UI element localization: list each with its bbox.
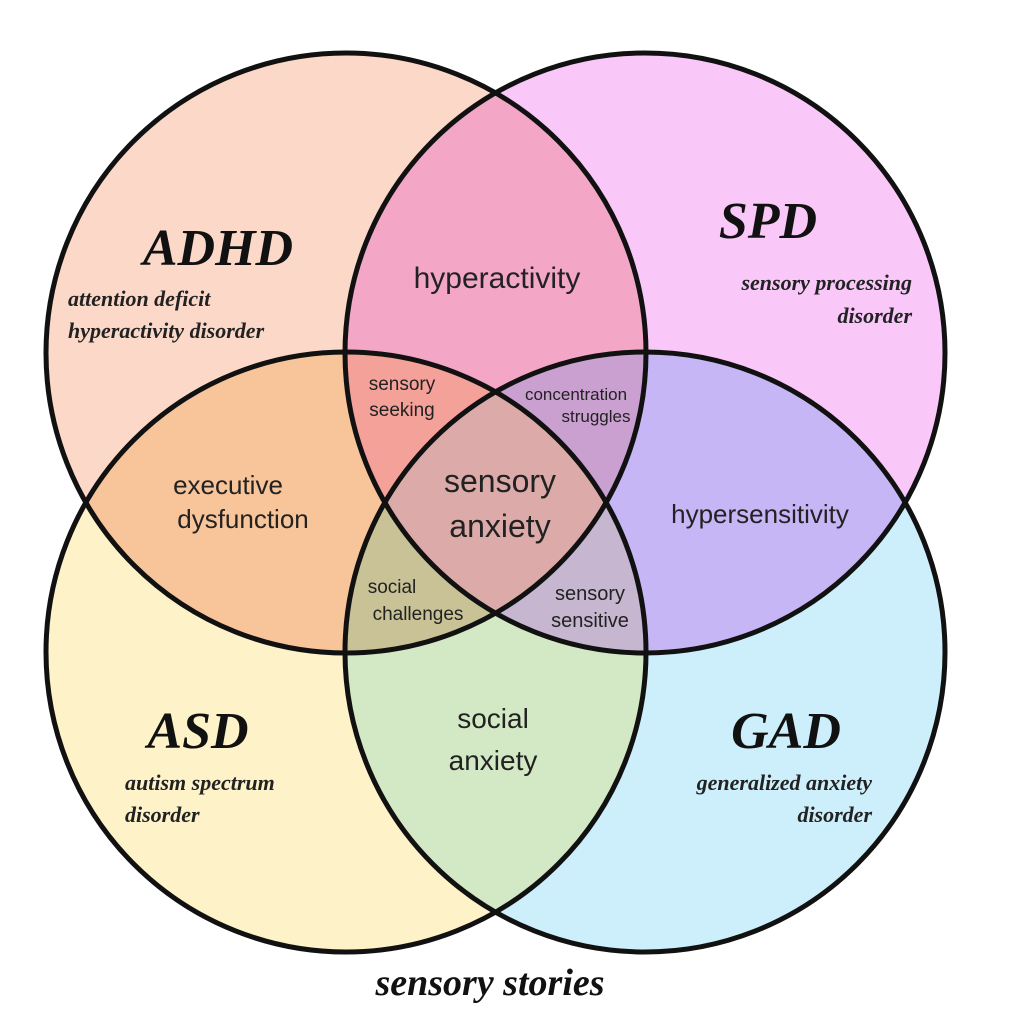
label-concentration-1: concentration: [525, 385, 627, 404]
label-sensory-seeking-1: sensory: [369, 374, 436, 395]
label-sensory-anxiety-1: sensory: [444, 463, 556, 499]
adhd-subtitle-1: attention deficit: [68, 286, 211, 311]
asd-subtitle-1: autism spectrum: [125, 770, 275, 795]
label-sensory-sensitive-2: sensitive: [551, 610, 629, 632]
label-sensory-anxiety-2: anxiety: [449, 508, 550, 544]
label-sensory-sensitive-1: sensory: [555, 583, 625, 605]
label-social-anxiety-1: social: [457, 703, 529, 734]
label-sensory-seeking-2: seeking: [369, 400, 435, 421]
label-social-challenges-1: social: [368, 577, 417, 598]
circle-outline-asd: [43, 349, 649, 955]
footer-brand: sensory stories: [374, 962, 604, 1004]
spd-subtitle-2: disorder: [837, 303, 912, 328]
adhd-title: ADHD: [140, 220, 293, 277]
asd-title: ASD: [144, 703, 248, 760]
spd-subtitle-1: sensory processing: [740, 270, 912, 295]
asd-subtitle-2: disorder: [125, 802, 200, 827]
label-executive-1: executive: [173, 470, 283, 500]
label-social-anxiety-2: anxiety: [449, 745, 538, 776]
label-executive-2: dysfunction: [177, 504, 309, 534]
label-social-challenges-2: challenges: [373, 604, 464, 625]
label-hypersensitivity: hypersensitivity: [671, 499, 849, 529]
label-hyperactivity: hyperactivity: [414, 262, 581, 295]
adhd-subtitle-2: hyperactivity disorder: [68, 318, 265, 343]
label-concentration-2: struggles: [562, 407, 631, 426]
gad-subtitle-2: disorder: [797, 802, 872, 827]
circle-outline-gad: [342, 349, 948, 955]
spd-title: SPD: [719, 193, 817, 250]
gad-subtitle-1: generalized anxiety: [696, 770, 873, 795]
gad-title: GAD: [731, 703, 841, 760]
